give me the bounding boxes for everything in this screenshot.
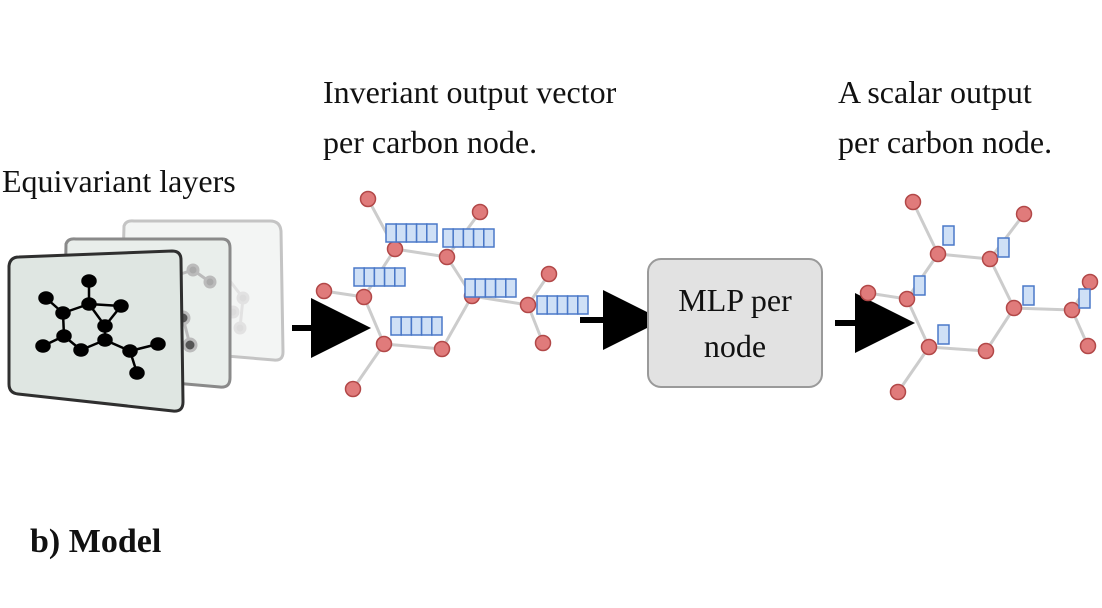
scalar-box (937, 324, 950, 345)
vector-cell (474, 278, 487, 298)
mlp-per-node-box: MLP per node (647, 258, 823, 388)
vector-cell (494, 278, 507, 298)
vector-cell (566, 295, 579, 315)
scalar-box (913, 275, 926, 296)
vector-cell (373, 267, 386, 287)
layer-front (7, 249, 185, 413)
vector-cell (431, 316, 443, 336)
vector-cell (363, 267, 376, 287)
vector-cell (415, 223, 428, 243)
carbon-nodes (859, 193, 1099, 401)
output-vectors (353, 223, 589, 336)
vector-cell (400, 316, 413, 336)
vector-cell (405, 223, 418, 243)
vector-cell (383, 267, 396, 287)
scalar-output-label-line1: A scalar output (838, 74, 1032, 110)
scalar-box (942, 225, 955, 246)
output-vector (390, 316, 443, 336)
output-vector (442, 228, 495, 248)
vector-cell (464, 278, 476, 298)
invariant-output-label-line1: Inveriant output vector (323, 74, 617, 110)
scalar-box (997, 237, 1010, 258)
invariant-output-label-line2: per carbon node. (323, 124, 538, 160)
vector-cell (442, 228, 454, 248)
vector-cell (395, 223, 408, 243)
mlp-label-line1: MLP per (678, 282, 792, 318)
vector-cell (462, 228, 475, 248)
vector-cell (410, 316, 423, 336)
equivariant-layers-stack (7, 219, 285, 413)
scalar-output-label: A scalar output per carbon node. (838, 67, 1052, 167)
scalar-molecule-graph (859, 193, 1099, 401)
equivariant-layers-label: Equivariant layers (2, 163, 236, 199)
vector-cell (484, 278, 497, 298)
vector-cell (546, 295, 559, 315)
section-title: b) Model (30, 523, 162, 560)
vector-cell (353, 267, 365, 287)
vector-cell (390, 316, 402, 336)
invariant-output-label: Inveriant output vector per carbon node. (323, 67, 616, 167)
vector-cell (385, 223, 397, 243)
invariant-molecule-graph (315, 190, 589, 398)
scalar-output-label-line2: per carbon node. (838, 124, 1053, 160)
molecule-front (35, 274, 166, 380)
scalar-box (1022, 285, 1035, 306)
output-vector (464, 278, 517, 298)
vector-cell (505, 278, 517, 298)
scalar-box (1078, 288, 1091, 309)
output-vector (385, 223, 438, 243)
vector-cell (394, 267, 406, 287)
vector-cell (556, 295, 569, 315)
vector-cell (577, 295, 589, 315)
vector-cell (426, 223, 438, 243)
output-scalars (913, 225, 1091, 345)
vector-cell (472, 228, 485, 248)
vector-cell (452, 228, 465, 248)
mlp-label-line2: node (703, 328, 767, 364)
output-vector (353, 267, 406, 287)
vector-cell (483, 228, 495, 248)
bonds (867, 201, 1092, 393)
vector-cell (420, 316, 433, 336)
output-vector (536, 295, 589, 315)
vector-cell (536, 295, 548, 315)
